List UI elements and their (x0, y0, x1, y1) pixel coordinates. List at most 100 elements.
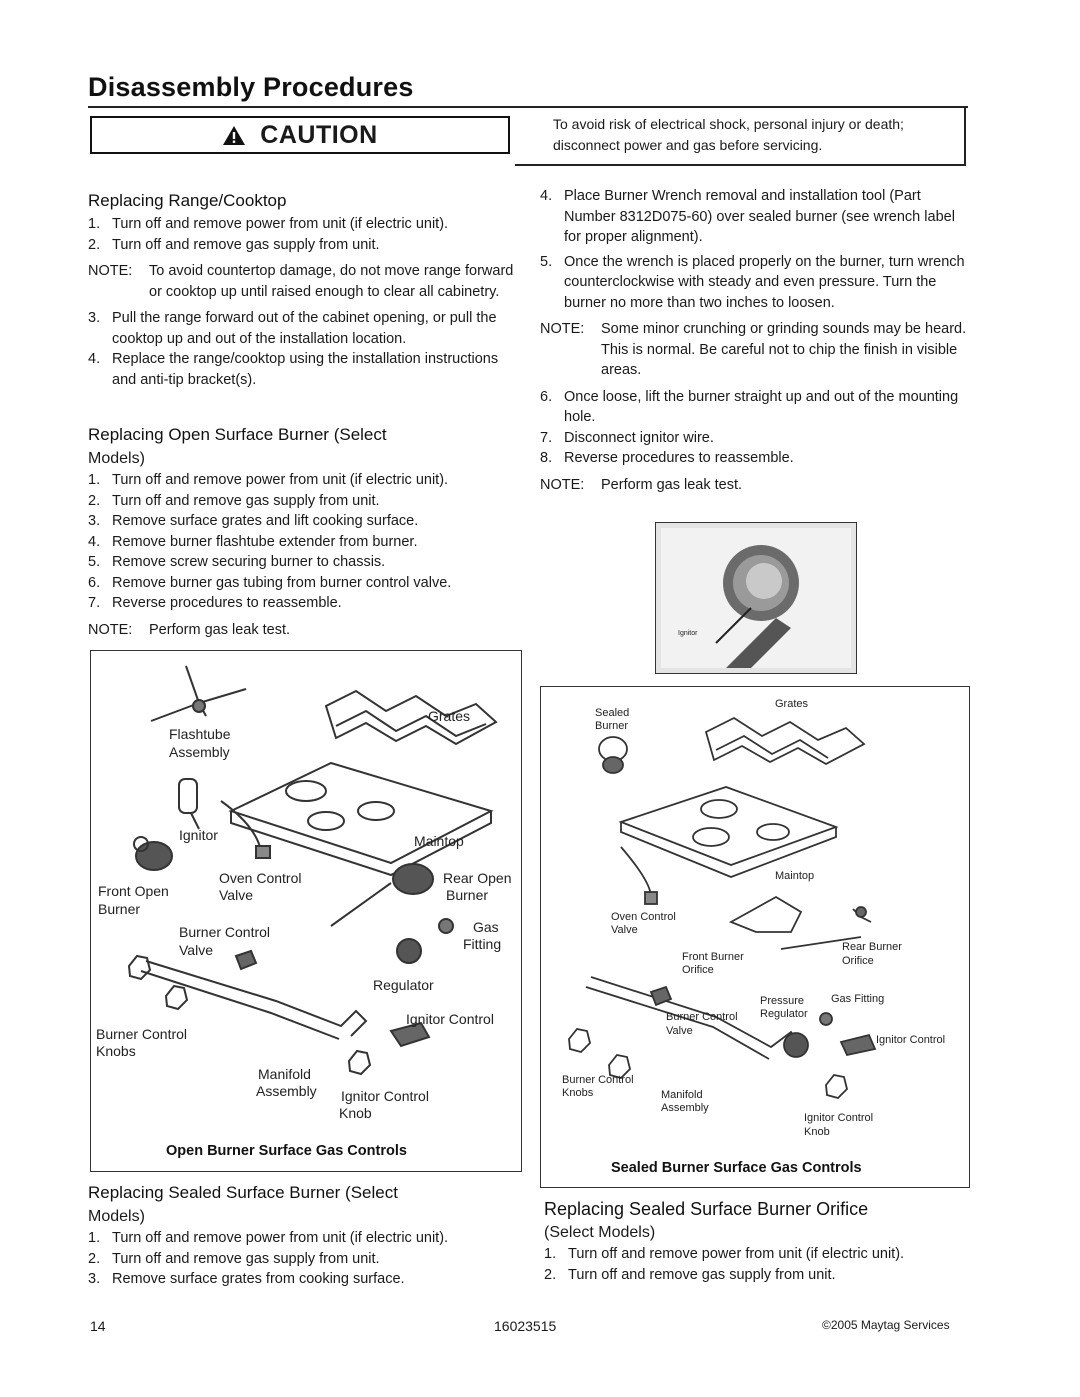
label-manifold-assembly: Assembly (256, 1083, 317, 1099)
sealed-burner-diagram: Sealed Burner Grates Maintop Oven Contro… (540, 686, 970, 1188)
list-item: 1.Turn off and remove power from unit (i… (88, 1230, 449, 1246)
note: NOTE:Perform gas leak test. (540, 476, 743, 493)
diagram-caption: Sealed Burner Surface Gas Controls (611, 1160, 862, 1176)
section-heading: Replacing Sealed Surface Burner Orifice (544, 1199, 869, 1219)
label-ignitor-control-knob-2: Knob (339, 1105, 372, 1121)
label-ignitor-control-knob: Ignitor Control (341, 1088, 429, 1104)
label-sealed: Sealed (595, 707, 630, 719)
label-maintop: Maintop (775, 870, 815, 882)
list-item: 1.Turn off and remove power from unit (i… (88, 216, 449, 232)
label-pressure: Pressure (760, 995, 805, 1007)
section-subheading: Models) (88, 450, 145, 467)
page-number: 14 (90, 1318, 106, 1334)
label-burner-control-knobs: Burner Control (96, 1026, 188, 1042)
label-regulator: Regulator (760, 1008, 808, 1020)
section-subheading: (Select Models) (544, 1224, 656, 1241)
list-item: 2.Turn off and remove gas supply from un… (88, 1250, 380, 1267)
label-rear-open-burner: Burner (446, 887, 489, 903)
label-fitting: Fitting (463, 936, 502, 952)
label-gas-fitting: Gas Fitting (831, 993, 885, 1005)
list-item: 2.Turn off and remove gas supply from un… (544, 1266, 836, 1283)
label-burner-control-valve: Valve (179, 942, 213, 958)
label-knobs: Knobs (562, 1087, 594, 1099)
section-orifice: Replacing Sealed Surface Burner Orifice … (544, 1198, 974, 1285)
list-item: 6.Once loose, lift the burner straight u… (540, 388, 959, 426)
diagram-caption: Open Burner Surface Gas Controls (166, 1143, 407, 1159)
label-front-orifice: Orifice (682, 964, 714, 976)
label-flashtube-assembly: Assembly (169, 744, 230, 760)
label-rear-open: Rear Open (443, 870, 512, 886)
label-ignitor-knob-2: Knob (804, 1126, 830, 1138)
label-rear-burner: Rear Burner (842, 941, 902, 953)
label-manifold-assembly: Assembly (661, 1102, 709, 1114)
section-open-burner: Replacing Open Surface Burner (Select Mo… (88, 424, 518, 646)
list-item: 5.Once the wrench is placed properly on … (540, 253, 965, 311)
section-range: Replacing Range/Cooktop 1.Turn off and r… (88, 190, 518, 390)
label-knobs: Knobs (96, 1043, 136, 1059)
label-flashtube: Flashtube (169, 726, 231, 742)
list-item: 4.Replace the range/cooktop using the in… (88, 351, 499, 388)
caution-box: CAUTION (90, 116, 510, 154)
list-item: 3.Pull the range forward out of the cabi… (88, 310, 497, 347)
label-regulator: Regulator (373, 977, 434, 993)
section-heading: Replacing Range/Cooktop (88, 191, 287, 210)
section-sealed-burner: Replacing Sealed Surface Burner (Select … (88, 1182, 518, 1290)
section-heading: Replacing Sealed Surface Burner (Select (88, 1183, 398, 1202)
label-burner-control: Burner Control (179, 924, 271, 940)
label-oven-control-valve: Valve (219, 887, 253, 903)
label-front-burner: Front Burner (682, 951, 744, 963)
note: NOTE:To avoid countertop damage, do not … (88, 263, 514, 300)
photo-label-ignitor: Ignitor (678, 630, 698, 637)
label-manifold: Manifold (258, 1066, 311, 1082)
list-item: 8.Reverse procedures to reassemble. (540, 450, 794, 466)
burner-wrench-image (656, 523, 856, 673)
label-grates: Grates (775, 698, 809, 710)
section-subheading: Models) (88, 1208, 145, 1225)
label-oven-control: Oven Control (611, 911, 676, 923)
list-item: 3.Remove surface grates and lift cooking… (88, 513, 419, 529)
note: NOTE:Some minor crunching or grinding so… (540, 321, 967, 378)
caution-text: To avoid risk of electrical shock, perso… (515, 106, 966, 166)
list-item: 7.Reverse procedures to reassemble. (88, 595, 342, 611)
sealed-burner-illustration (568, 716, 877, 1100)
list-item: 2.Turn off and remove gas supply from un… (88, 492, 380, 509)
list-item: 4.Remove burner flashtube extender from … (88, 533, 418, 550)
list-item: 6.Remove burner gas tubing from burner c… (88, 574, 452, 591)
label-grates: Grates (428, 708, 471, 724)
note: NOTE:Perform gas leak test. (88, 621, 291, 638)
label-burner-control-knobs: Burner Control (562, 1074, 634, 1086)
label-ignitor-control: Ignitor Control (406, 1011, 494, 1027)
list-item: 1.Turn off and remove power from unit (i… (544, 1246, 905, 1262)
list-item: 2.Turn off and remove gas supply from un… (88, 236, 380, 253)
title-rule (88, 106, 968, 108)
open-burner-diagram: Flashtube Assembly Grates Ignitor Mainto… (90, 650, 522, 1172)
label-front-open: Front Open (98, 883, 169, 899)
burner-wrench-photo: Ignitor (655, 522, 857, 674)
label-gas: Gas (473, 919, 499, 935)
label-oven-control: Oven Control (219, 870, 302, 886)
list-item: 3.Remove surface grates from cooking sur… (88, 1271, 405, 1287)
label-maintop: Maintop (414, 833, 464, 849)
list-item: 7.Disconnect ignitor wire. (540, 429, 714, 446)
open-burner-illustration (127, 665, 498, 1076)
label-front-open-burner: Burner (98, 901, 141, 917)
section-heading: Replacing Open Surface Burner (Select (88, 425, 387, 444)
label-burner-control-valve: Valve (666, 1025, 693, 1037)
label-sealed-burner: Burner (595, 720, 629, 732)
list-item: 4.Place Burner Wrench removal and instal… (540, 188, 955, 245)
label-ignitor-knob: Ignitor Control (804, 1112, 874, 1124)
doc-number: 16023515 (494, 1318, 557, 1334)
label-oven-control-valve: Valve (611, 924, 638, 936)
copyright: ©2005 Maytag Services (822, 1318, 950, 1332)
label-ignitor: Ignitor (179, 827, 218, 843)
caution-label: CAUTION (260, 120, 378, 149)
label-rear-orifice: Orifice (842, 955, 874, 967)
label-ignitor-control: Ignitor Control (876, 1034, 946, 1046)
section-right-steps: 4.Place Burner Wrench removal and instal… (540, 186, 970, 501)
label-manifold: Manifold (661, 1089, 703, 1101)
label-burner-control: Burner Control (666, 1011, 738, 1023)
page-title: Disassembly Procedures (88, 72, 414, 102)
list-item: 1.Turn off and remove power from unit (i… (88, 472, 449, 488)
list-item: 5.Remove screw securing burner to chassi… (88, 554, 386, 570)
warning-triangle-icon (223, 125, 246, 145)
